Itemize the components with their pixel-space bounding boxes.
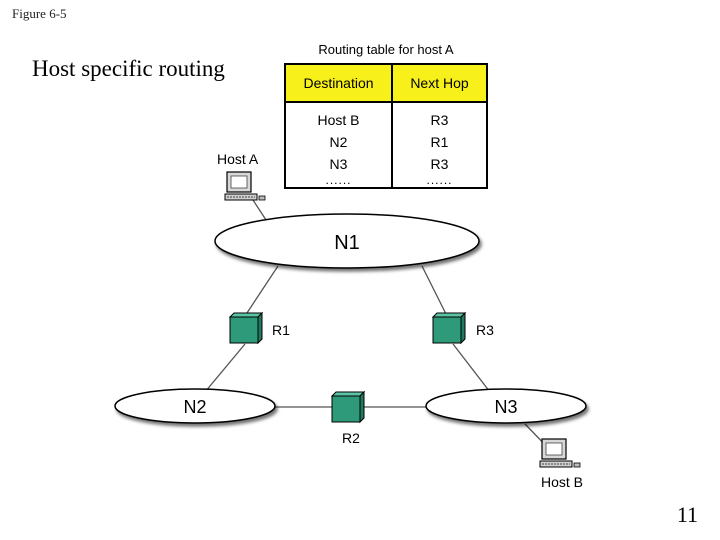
routing-table-body: Host B N2 N3 ...... R3 R1 R3 ......: [286, 103, 486, 187]
computer-icon: [539, 438, 581, 468]
router-icon: [431, 311, 467, 345]
routing-table: Destination Next Hop Host B N2 N3 ......…: [284, 63, 488, 189]
host-b-label: Host B: [541, 474, 583, 490]
network-n1-label: N1: [334, 232, 360, 254]
row-next-hop: R3: [430, 112, 449, 128]
host-a: Host A: [217, 151, 266, 201]
host-b: Host B: [539, 438, 583, 490]
router-r2: R2: [330, 390, 366, 446]
network-n3-label: N3: [494, 397, 517, 417]
link-n1-r3: [421, 265, 448, 317]
figure-label: Figure 6-5: [12, 6, 67, 21]
page-number: 11: [676, 502, 698, 527]
row-next-hop: R3: [430, 156, 449, 172]
routing-table-caption: Routing table for host A: [318, 42, 454, 57]
router-r3: R3: [431, 311, 494, 345]
network-n3: N3: [425, 388, 587, 424]
row-next-hop-ellipsis: ......: [426, 173, 453, 187]
row-destination-ellipsis: ......: [325, 173, 352, 187]
router-r1: R1: [228, 311, 290, 345]
row-destination: Host B: [317, 112, 360, 128]
router-icon: [228, 311, 264, 345]
link-r1-n2: [204, 343, 246, 393]
link-r3-n3: [452, 343, 491, 393]
router-r3-label: R3: [476, 322, 494, 338]
computer-icon: [224, 171, 266, 201]
header-destination: Destination: [286, 65, 393, 101]
row-next-hop: R1: [430, 134, 449, 150]
destination-column: Host B N2 N3 ......: [286, 103, 393, 187]
router-r2-label: R2: [342, 430, 360, 446]
router-r1-label: R1: [272, 322, 290, 338]
row-destination: N3: [329, 156, 348, 172]
link-n1-r1: [244, 265, 279, 317]
network-n1: N1: [214, 213, 480, 269]
router-icon: [330, 390, 366, 424]
row-destination: N2: [329, 134, 348, 150]
header-next-hop: Next Hop: [410, 75, 469, 91]
routing-table-header: Destination Next Hop: [286, 65, 486, 103]
next-hop-column: R3 R1 R3 ......: [393, 103, 486, 187]
network-n2-label: N2: [183, 397, 206, 417]
network-n2: N2: [114, 388, 276, 424]
host-a-label: Host A: [217, 151, 259, 167]
slide-title: Host specific routing: [32, 56, 225, 81]
